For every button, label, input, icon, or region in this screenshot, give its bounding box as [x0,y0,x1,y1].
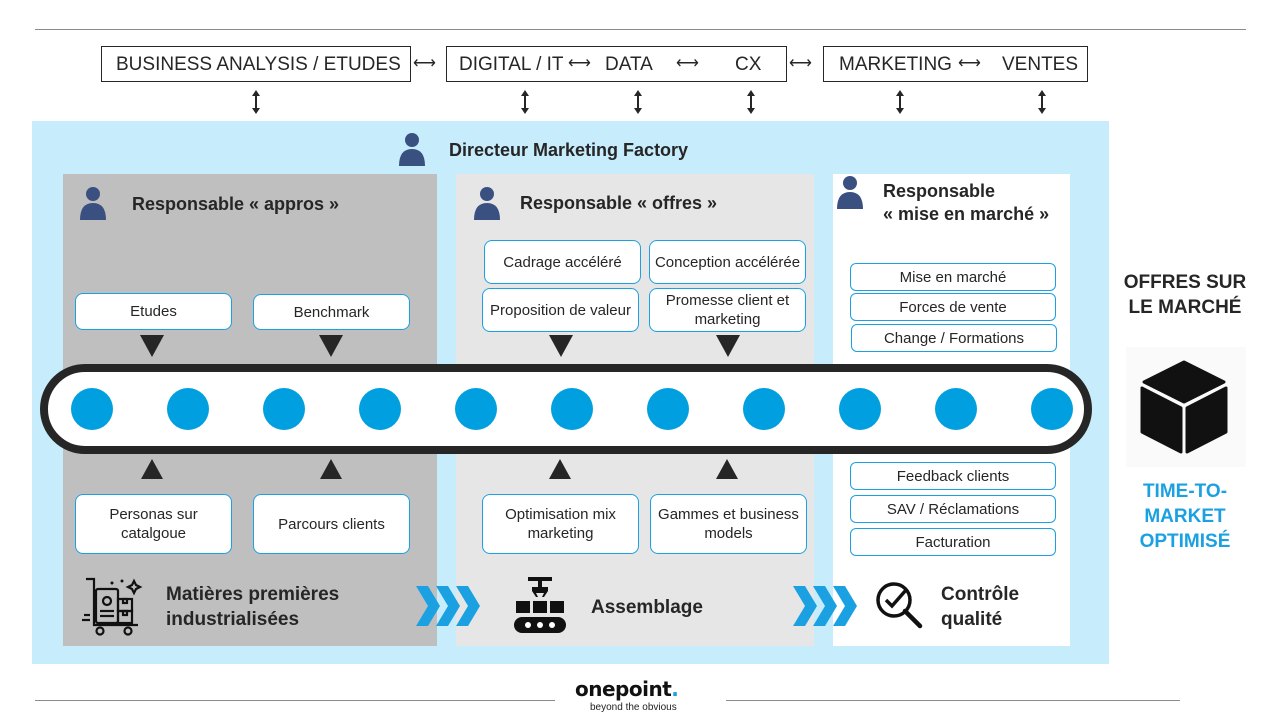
box-icon [1140,360,1228,454]
card-benchmark: Benchmark [253,294,410,330]
down-arrow-icon [549,335,573,357]
box-digital-data-cx: DIGITAL / IT ⟷ DATA ⟷ CX [446,46,787,82]
conveyor-dot [647,388,689,430]
role-mise-en-marche-line1: Responsable [883,181,996,201]
card-forces-vente: Forces de vente [850,293,1056,321]
vertical-arrow-icon [896,90,904,114]
label-cx: CX [735,54,762,75]
up-arrow-icon [716,459,738,479]
conveyor-dot [455,388,497,430]
label-digital-it: DIGITAL / IT [459,54,564,75]
tagline: beyond the obvious [590,702,677,713]
vertical-arrow-icon [521,90,529,114]
down-arrow-icon [716,335,740,357]
director-title: Directeur Marketing Factory [449,140,689,160]
card-proposition-valeur: Proposition de valeur [482,288,639,332]
stage-controle-qualite-text: Contrôle qualité [941,584,1020,630]
card-mise-en-marche: Mise en marché [850,263,1056,291]
conveyor-dot [743,388,785,430]
card-cadrage: Cadrage accéléré [484,240,641,284]
conveyor-dot [71,388,113,430]
chevrons-icon [793,586,857,626]
role-appros: Responsable « appros » [132,194,340,214]
conveyor-dot [263,388,305,430]
label-ventes: VENTES [1002,54,1079,75]
label-data: DATA [605,54,653,75]
double-arrow-icon: ⟷ [413,55,436,72]
person-icon [80,187,106,220]
card-etudes: Etudes [75,293,232,330]
card-sav-reclamations: SAV / Réclamations [850,495,1056,523]
stage-controle-qualite: Contrôle qualité [941,582,1051,632]
down-arrow-icon [140,335,164,357]
label-marketing: MARKETING [839,54,952,75]
conveyor-dot [935,388,977,430]
conveyor-dot [359,388,401,430]
card-personas: Personas sur catalgoue [75,494,232,554]
card-facturation: Facturation [850,528,1056,556]
vertical-arrow-icon [634,90,642,114]
stage-matieres-premieres-text: Matières premières industrialisées [166,584,340,630]
card-change-formations: Change / Formations [851,324,1057,352]
card-parcours-clients: Parcours clients [253,494,410,554]
logo-text: onepoint [575,677,672,701]
label-business-analysis: BUSINESS ANALYSIS / ETUDES [116,54,401,75]
quality-check-icon [876,582,923,629]
conveyor-dot [1031,388,1073,430]
box-marketing-ventes: MARKETING ⟷ VENTES [823,46,1088,82]
up-arrow-icon [320,459,342,479]
assembly-line-icon [514,577,566,633]
output-title: OFFRES SUR LE MARCHÉ [1123,272,1247,318]
vertical-arrow-icon [1038,90,1046,114]
double-arrow-icon: ⟷ [789,55,812,72]
double-arrow-icon: ⟷ [958,55,981,72]
footer-rule-left [35,700,555,701]
conveyor-dot [839,388,881,430]
onepoint-logo: onepoint. [575,677,679,701]
card-optimisation-mix: Optimisation mix marketing [482,494,639,554]
person-icon [399,133,425,166]
person-icon [474,187,500,220]
stage-matieres-premieres: Matières premières industrialisées [166,582,386,632]
card-feedback-clients: Feedback clients [850,462,1056,490]
role-offres: Responsable « offres » [520,193,718,213]
output-subtitle: TIME-TO-MARKET OPTIMISÉ [1139,481,1231,552]
card-promesse-client: Promesse client et marketing [649,288,806,332]
vertical-arrow-icon [747,90,755,114]
stage-assemblage: Assemblage [591,597,703,618]
conveyor-dot [551,388,593,430]
up-arrow-icon [549,459,571,479]
card-conception: Conception accélérée [649,240,806,284]
person-icon [837,176,863,209]
top-rule [35,29,1246,30]
footer-rule-right [726,700,1180,701]
chevrons-icon [416,586,480,626]
double-arrow-icon: ⟷ [568,55,591,72]
card-gammes: Gammes et business models [650,494,807,554]
down-arrow-icon [319,335,343,357]
vertical-arrow-icon [252,90,260,114]
conveyor-dot [167,388,209,430]
role-mise-en-marche-line2: « mise en marché » [883,204,1050,224]
logo-dot: . [671,677,679,701]
up-arrow-icon [141,459,163,479]
double-arrow-icon: ⟷ [676,55,699,72]
box-business-analysis: BUSINESS ANALYSIS / ETUDES [101,46,411,82]
cart-icon [82,577,143,636]
